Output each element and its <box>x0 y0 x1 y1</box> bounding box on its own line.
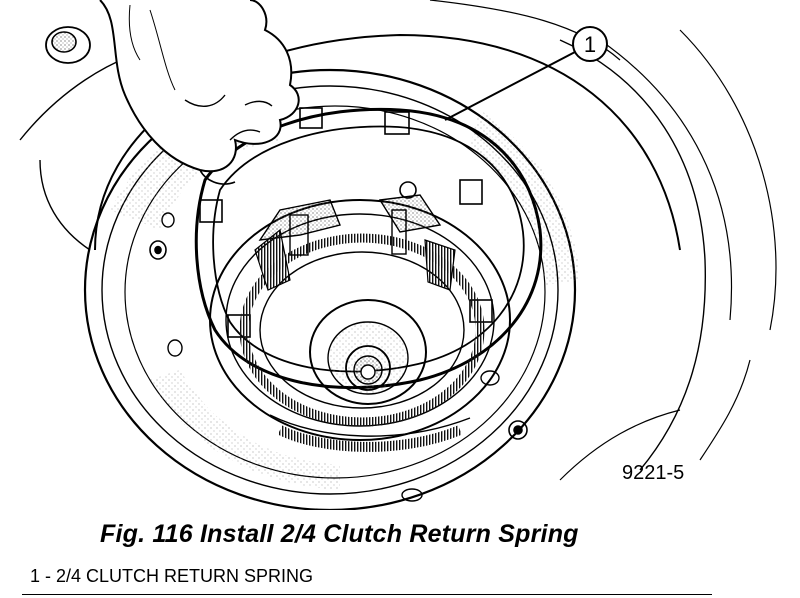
bolt-hole <box>401 488 423 502</box>
clutch-pack-teeth <box>239 233 485 427</box>
clutch-pack-outer <box>209 199 511 441</box>
callout-leader <box>444 51 576 121</box>
transmission-illustration: 1 <box>19 0 777 510</box>
figure-caption: Fig. 116 Install 2/4 Clutch Return Sprin… <box>100 520 579 548</box>
center-hub <box>309 299 427 405</box>
bolt-hole <box>167 339 183 357</box>
callout-circle <box>572 26 608 62</box>
housing-outer-arc <box>94 33 681 251</box>
legend-item: 1 - 2/4 CLUTCH RETURN SPRING <box>30 566 314 586</box>
clutch-return-spring <box>194 107 543 390</box>
bolt-hole <box>480 370 500 386</box>
case-flange <box>83 68 577 510</box>
bolt-hole <box>149 240 167 260</box>
callout-number: 1 <box>584 32 596 57</box>
bolt-hole <box>508 420 528 440</box>
housing-right-contour <box>559 39 707 471</box>
divider-rule <box>22 594 712 595</box>
figure-code: 9221-5 <box>622 462 685 484</box>
case-plug <box>45 26 91 64</box>
hand <box>99 0 300 173</box>
